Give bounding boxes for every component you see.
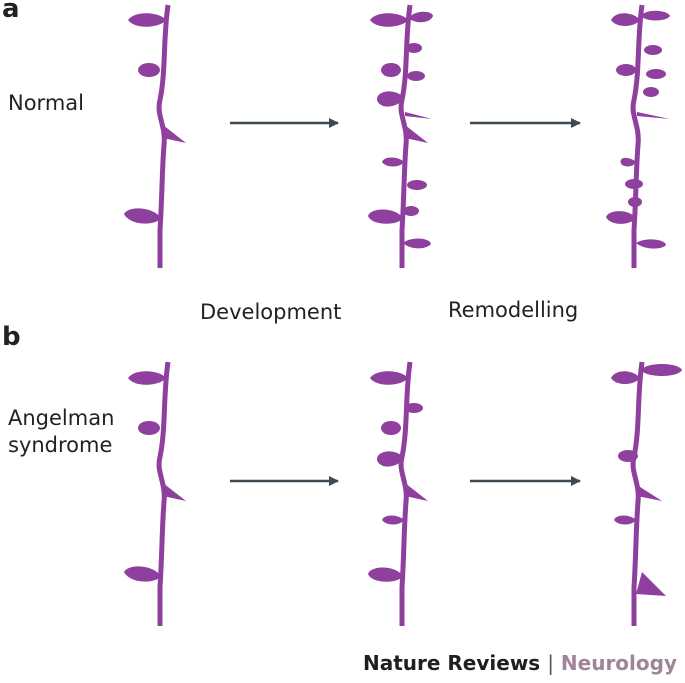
spine-mushroom: [409, 11, 433, 23]
spine-stubby: [381, 63, 401, 77]
spine-stubby: [407, 71, 425, 81]
spine-mushroom: [611, 371, 640, 384]
spine-mushroom: [636, 239, 666, 249]
dendrite-shaft: [156, 361, 171, 626]
spine-stubby: [616, 64, 636, 76]
spine-stubby: [618, 450, 638, 462]
dendrite-normal-development: [368, 4, 433, 268]
spine-stubby: [643, 87, 659, 97]
stage-label-remodelling: Remodelling: [448, 298, 579, 322]
spine-mushroom: [370, 371, 408, 385]
spine-mushroom: [403, 238, 431, 249]
dendrite-shaft: [156, 4, 171, 268]
spine-stubby: [406, 43, 422, 53]
spine-mushroom: [611, 13, 640, 26]
spine-thin: [637, 112, 670, 119]
dendrite-angelman-remodelling: [611, 361, 682, 626]
spine-mushroom: [368, 209, 403, 224]
spine-mushroom: [124, 208, 161, 224]
spine-stubby: [382, 515, 404, 525]
credit-separator: |: [547, 651, 554, 675]
spine-thin: [163, 483, 186, 501]
condition-label-angelman: Angelman syndrome: [8, 405, 114, 459]
spine-stubby: [625, 179, 643, 189]
journal-credit: Nature Reviews | Neurology: [363, 651, 677, 675]
spine-mushroom: [370, 13, 408, 27]
spine-stubby: [614, 515, 636, 525]
spine-stubby: [138, 421, 160, 435]
spine-stubby: [620, 157, 636, 167]
spine-mushroom: [606, 211, 636, 224]
spine-thin: [636, 572, 666, 596]
spine-thin: [163, 125, 186, 143]
spine-stubby: [646, 69, 666, 79]
spine-thin: [405, 483, 428, 501]
dendrite-shaft: [398, 4, 413, 268]
spine-stubby: [407, 180, 427, 190]
spine-mushroom: [124, 566, 161, 582]
condition-label-normal: Normal: [8, 91, 84, 115]
spine-stubby: [628, 197, 642, 207]
credit-journal: Neurology: [560, 651, 677, 675]
dendrite-shaft: [630, 4, 645, 268]
dendrite-shaft: [630, 361, 645, 626]
dendrite-angelman-initial: [124, 361, 186, 626]
spine-thin: [405, 125, 428, 143]
condition-label-angelman-line2: syndrome: [8, 433, 113, 457]
spine-thin: [405, 112, 432, 119]
spine-stubby: [382, 157, 404, 167]
spine-mushroom: [376, 91, 404, 107]
spine-mushroom: [128, 371, 166, 385]
spine-mushroom: [641, 364, 682, 376]
spine-mushroom: [641, 10, 670, 21]
spine-thin: [637, 485, 662, 501]
spine-mushroom: [368, 567, 403, 582]
spine-stubby: [405, 403, 423, 413]
spine-stubby: [138, 63, 160, 77]
spine-mushroom: [376, 451, 404, 467]
condition-label-angelman-line1: Angelman: [8, 406, 115, 430]
spine-mushroom: [128, 13, 166, 27]
spine-stubby: [381, 421, 401, 435]
dendrite-normal-initial: [124, 4, 186, 268]
panel-label-b: b: [2, 322, 21, 352]
dendrite-angelman-development: [368, 361, 428, 626]
panel-label-a: a: [2, 0, 20, 24]
credit-publisher: Nature Reviews: [362, 651, 541, 675]
spine-stubby: [644, 45, 662, 55]
spine-stubby: [403, 206, 419, 216]
stage-label-development: Development: [200, 300, 342, 324]
dendrite-normal-remodelling: [606, 4, 670, 268]
